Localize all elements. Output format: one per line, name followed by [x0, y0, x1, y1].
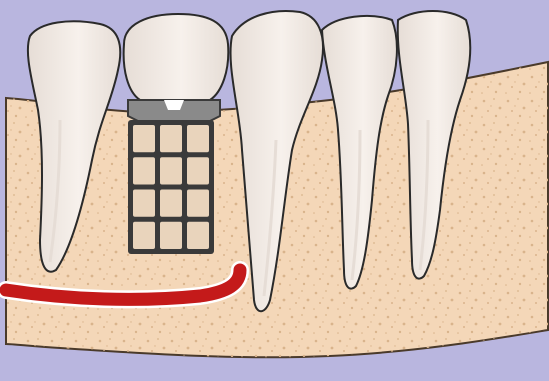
implant-cell: [160, 157, 182, 184]
implant-icon: [128, 120, 214, 254]
implant-crown: [124, 14, 229, 100]
implant-cell: [187, 157, 209, 184]
implant-cell: [160, 190, 182, 217]
implant-cell: [187, 125, 209, 152]
implant-cell: [133, 222, 155, 249]
crown-icon: [124, 14, 229, 100]
implant-cell: [160, 222, 182, 249]
implant-cell: [133, 157, 155, 184]
implant-cell: [133, 125, 155, 152]
implant-cell: [187, 222, 209, 249]
implant-cell: [187, 190, 209, 217]
implant-cell: [160, 125, 182, 152]
implant-cell: [133, 190, 155, 217]
